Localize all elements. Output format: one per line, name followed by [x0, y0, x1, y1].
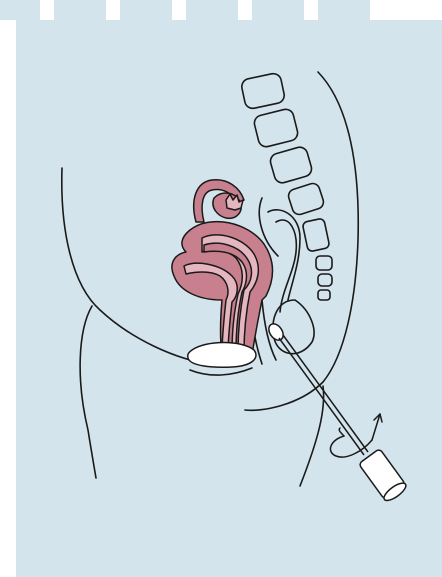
perineum-outline	[190, 368, 252, 375]
vertebra	[287, 182, 325, 217]
swab-shaft	[279, 338, 364, 455]
rectum-outline	[276, 220, 296, 312]
bladder	[188, 343, 256, 368]
vertebra	[318, 290, 330, 300]
swab-icon	[266, 321, 408, 503]
vertebra	[302, 218, 330, 252]
thigh-outline	[80, 306, 96, 478]
vertebra	[269, 145, 314, 184]
vertebra	[316, 256, 332, 270]
uterus	[172, 180, 273, 356]
vertebra	[318, 274, 332, 286]
swab-shaft	[283, 335, 368, 452]
vertebra	[253, 108, 300, 149]
buttock-outline	[300, 386, 324, 486]
vertebra	[240, 72, 285, 110]
